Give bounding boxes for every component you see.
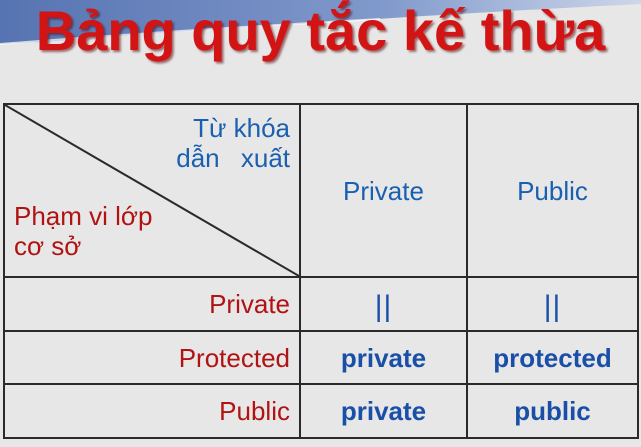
table-row: Protected private protected bbox=[3, 330, 639, 385]
cell-value: || bbox=[374, 290, 393, 323]
corner-top-line1: Từ khóa bbox=[193, 113, 290, 143]
table-row: Public private public bbox=[3, 383, 639, 439]
page-title: Bảng quy tắc kế thừa bbox=[35, 0, 606, 62]
table-cell: private bbox=[299, 383, 468, 439]
corner-top-line2: dẫn xuất bbox=[176, 143, 290, 173]
column-header-public: Public bbox=[466, 103, 639, 278]
diagonal-divider bbox=[5, 105, 299, 276]
row-header-private: Private bbox=[3, 276, 301, 332]
inheritance-rules-table: Từ khóa dẫn xuất Phạm vi lớp cơ sở Priva… bbox=[3, 103, 639, 439]
table-header-row: Từ khóa dẫn xuất Phạm vi lớp cơ sở Priva… bbox=[3, 103, 639, 278]
table-cell: || bbox=[299, 276, 468, 332]
table-cell: || bbox=[466, 276, 639, 332]
corner-header-cell: Từ khóa dẫn xuất Phạm vi lớp cơ sở bbox=[3, 103, 301, 278]
corner-bottom-line1: Phạm vi lớp bbox=[14, 201, 153, 231]
row-header-protected: Protected bbox=[3, 330, 301, 385]
row-header-public: Public bbox=[3, 383, 301, 439]
column-header-private: Private bbox=[299, 103, 468, 278]
table-cell: private bbox=[299, 330, 468, 385]
table-row: Private || || bbox=[3, 276, 639, 332]
table-cell: protected bbox=[466, 330, 639, 385]
corner-bottom-line2: cơ sở bbox=[14, 231, 82, 261]
base-class-scope-label: Phạm vi lớp cơ sở bbox=[14, 201, 214, 261]
cell-value: || bbox=[543, 290, 562, 323]
table-cell: public bbox=[466, 383, 639, 439]
derivation-keyword-label: Từ khóa dẫn xuất bbox=[90, 113, 290, 173]
